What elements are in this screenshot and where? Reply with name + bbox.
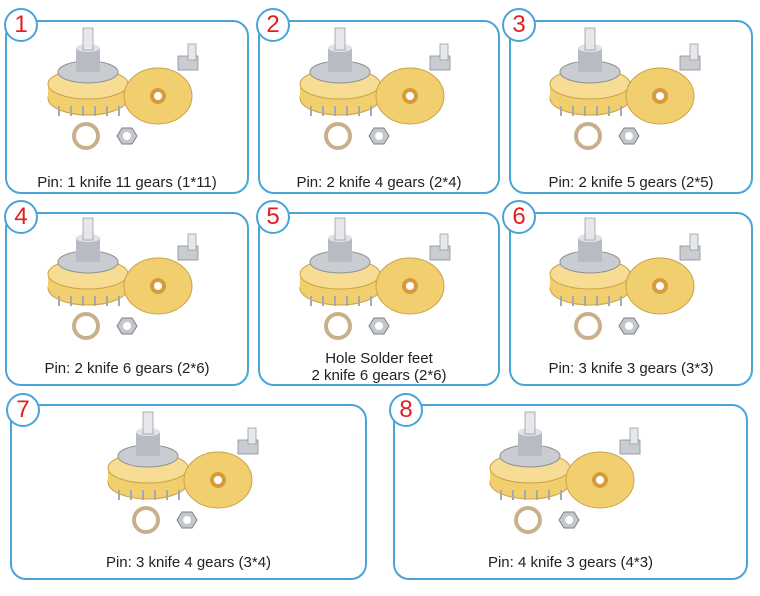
product-caption: Pin: 2 knife 4 gears (2*4)	[296, 174, 462, 191]
product-caption: Pin: 2 knife 5 gears (2*5)	[548, 174, 714, 191]
product-card-1[interactable]: Pin: 1 knife 11 gears (1*11)	[5, 20, 249, 194]
number-badge: 8	[389, 393, 423, 427]
rotary-switch-photo	[489, 411, 641, 534]
rotary-switch-photo	[299, 217, 451, 340]
number-badge: 1	[4, 8, 38, 42]
product-card-4[interactable]: Pin: 2 knife 6 gears (2*6)	[5, 212, 249, 386]
product-caption: Pin: 1 knife 11 gears (1*11)	[37, 174, 217, 191]
rotary-switch-photo	[47, 217, 199, 340]
rotary-switch-photo	[299, 27, 451, 150]
number-badge: 4	[4, 200, 38, 234]
number-badge: 2	[256, 8, 290, 42]
product-caption: Pin: 3 knife 3 gears (3*3)	[548, 360, 714, 377]
product-caption: Pin: 3 knife 4 gears (3*4)	[105, 554, 272, 571]
number-badge: 5	[256, 200, 290, 234]
product-card-5[interactable]: Hole Solder feet 2 knife 6 gears (2*6)	[258, 212, 500, 386]
rotary-switch-photo	[107, 411, 259, 534]
rotary-switch-photo	[549, 217, 701, 340]
product-caption: Hole Solder feet 2 knife 6 gears (2*6)	[311, 350, 447, 384]
number-badge: 7	[6, 393, 40, 427]
product-caption: Pin: 2 knife 6 gears (2*6)	[44, 360, 210, 377]
rotary-switch-photo	[549, 27, 701, 150]
product-caption: Pin: 4 knife 3 gears (4*3)	[487, 554, 654, 571]
number-badge: 3	[502, 8, 536, 42]
number-badge: 6	[502, 200, 536, 234]
product-card-2[interactable]: Pin: 2 knife 4 gears (2*4)	[258, 20, 500, 194]
rotary-switch-photo	[47, 27, 199, 150]
